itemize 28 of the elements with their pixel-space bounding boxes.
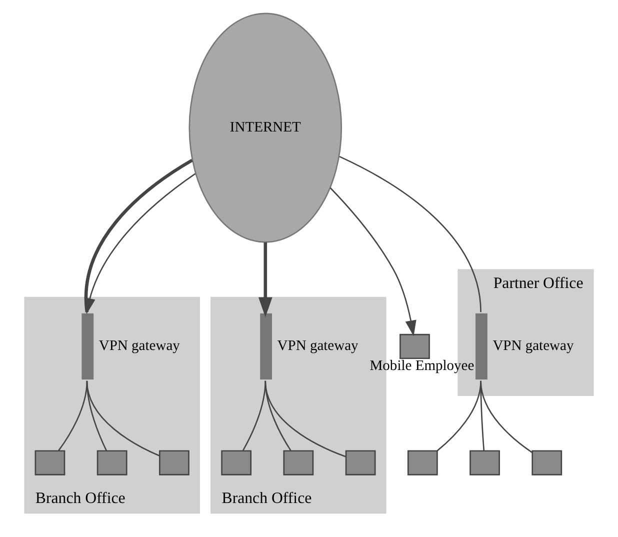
node-box [407,450,438,476]
node-box [400,334,430,360]
connector [264,380,346,458]
node-label: Mobile Employee [370,358,474,374]
node-box [532,450,562,476]
connector [242,380,266,451]
node-bar [476,313,488,380]
arrow [258,242,272,318]
node-box [283,450,314,476]
connector [339,156,482,312]
arrow [330,187,416,336]
connector [480,380,533,454]
connector [58,380,88,452]
node-box [221,450,252,476]
node-label: VPN gateway [492,338,574,354]
node-box [159,450,190,476]
node-label: VPN gateway [277,338,358,354]
node-bar [82,313,94,380]
node-bar [260,313,272,380]
node-label: VPN gateway [98,338,180,354]
node-box [345,450,376,476]
node-box [96,450,128,476]
node-box [470,450,500,476]
connector [264,380,292,451]
node-ellipse: INTERNET [188,12,342,243]
connector [480,380,485,451]
node-box [34,450,66,476]
connector [86,380,160,456]
